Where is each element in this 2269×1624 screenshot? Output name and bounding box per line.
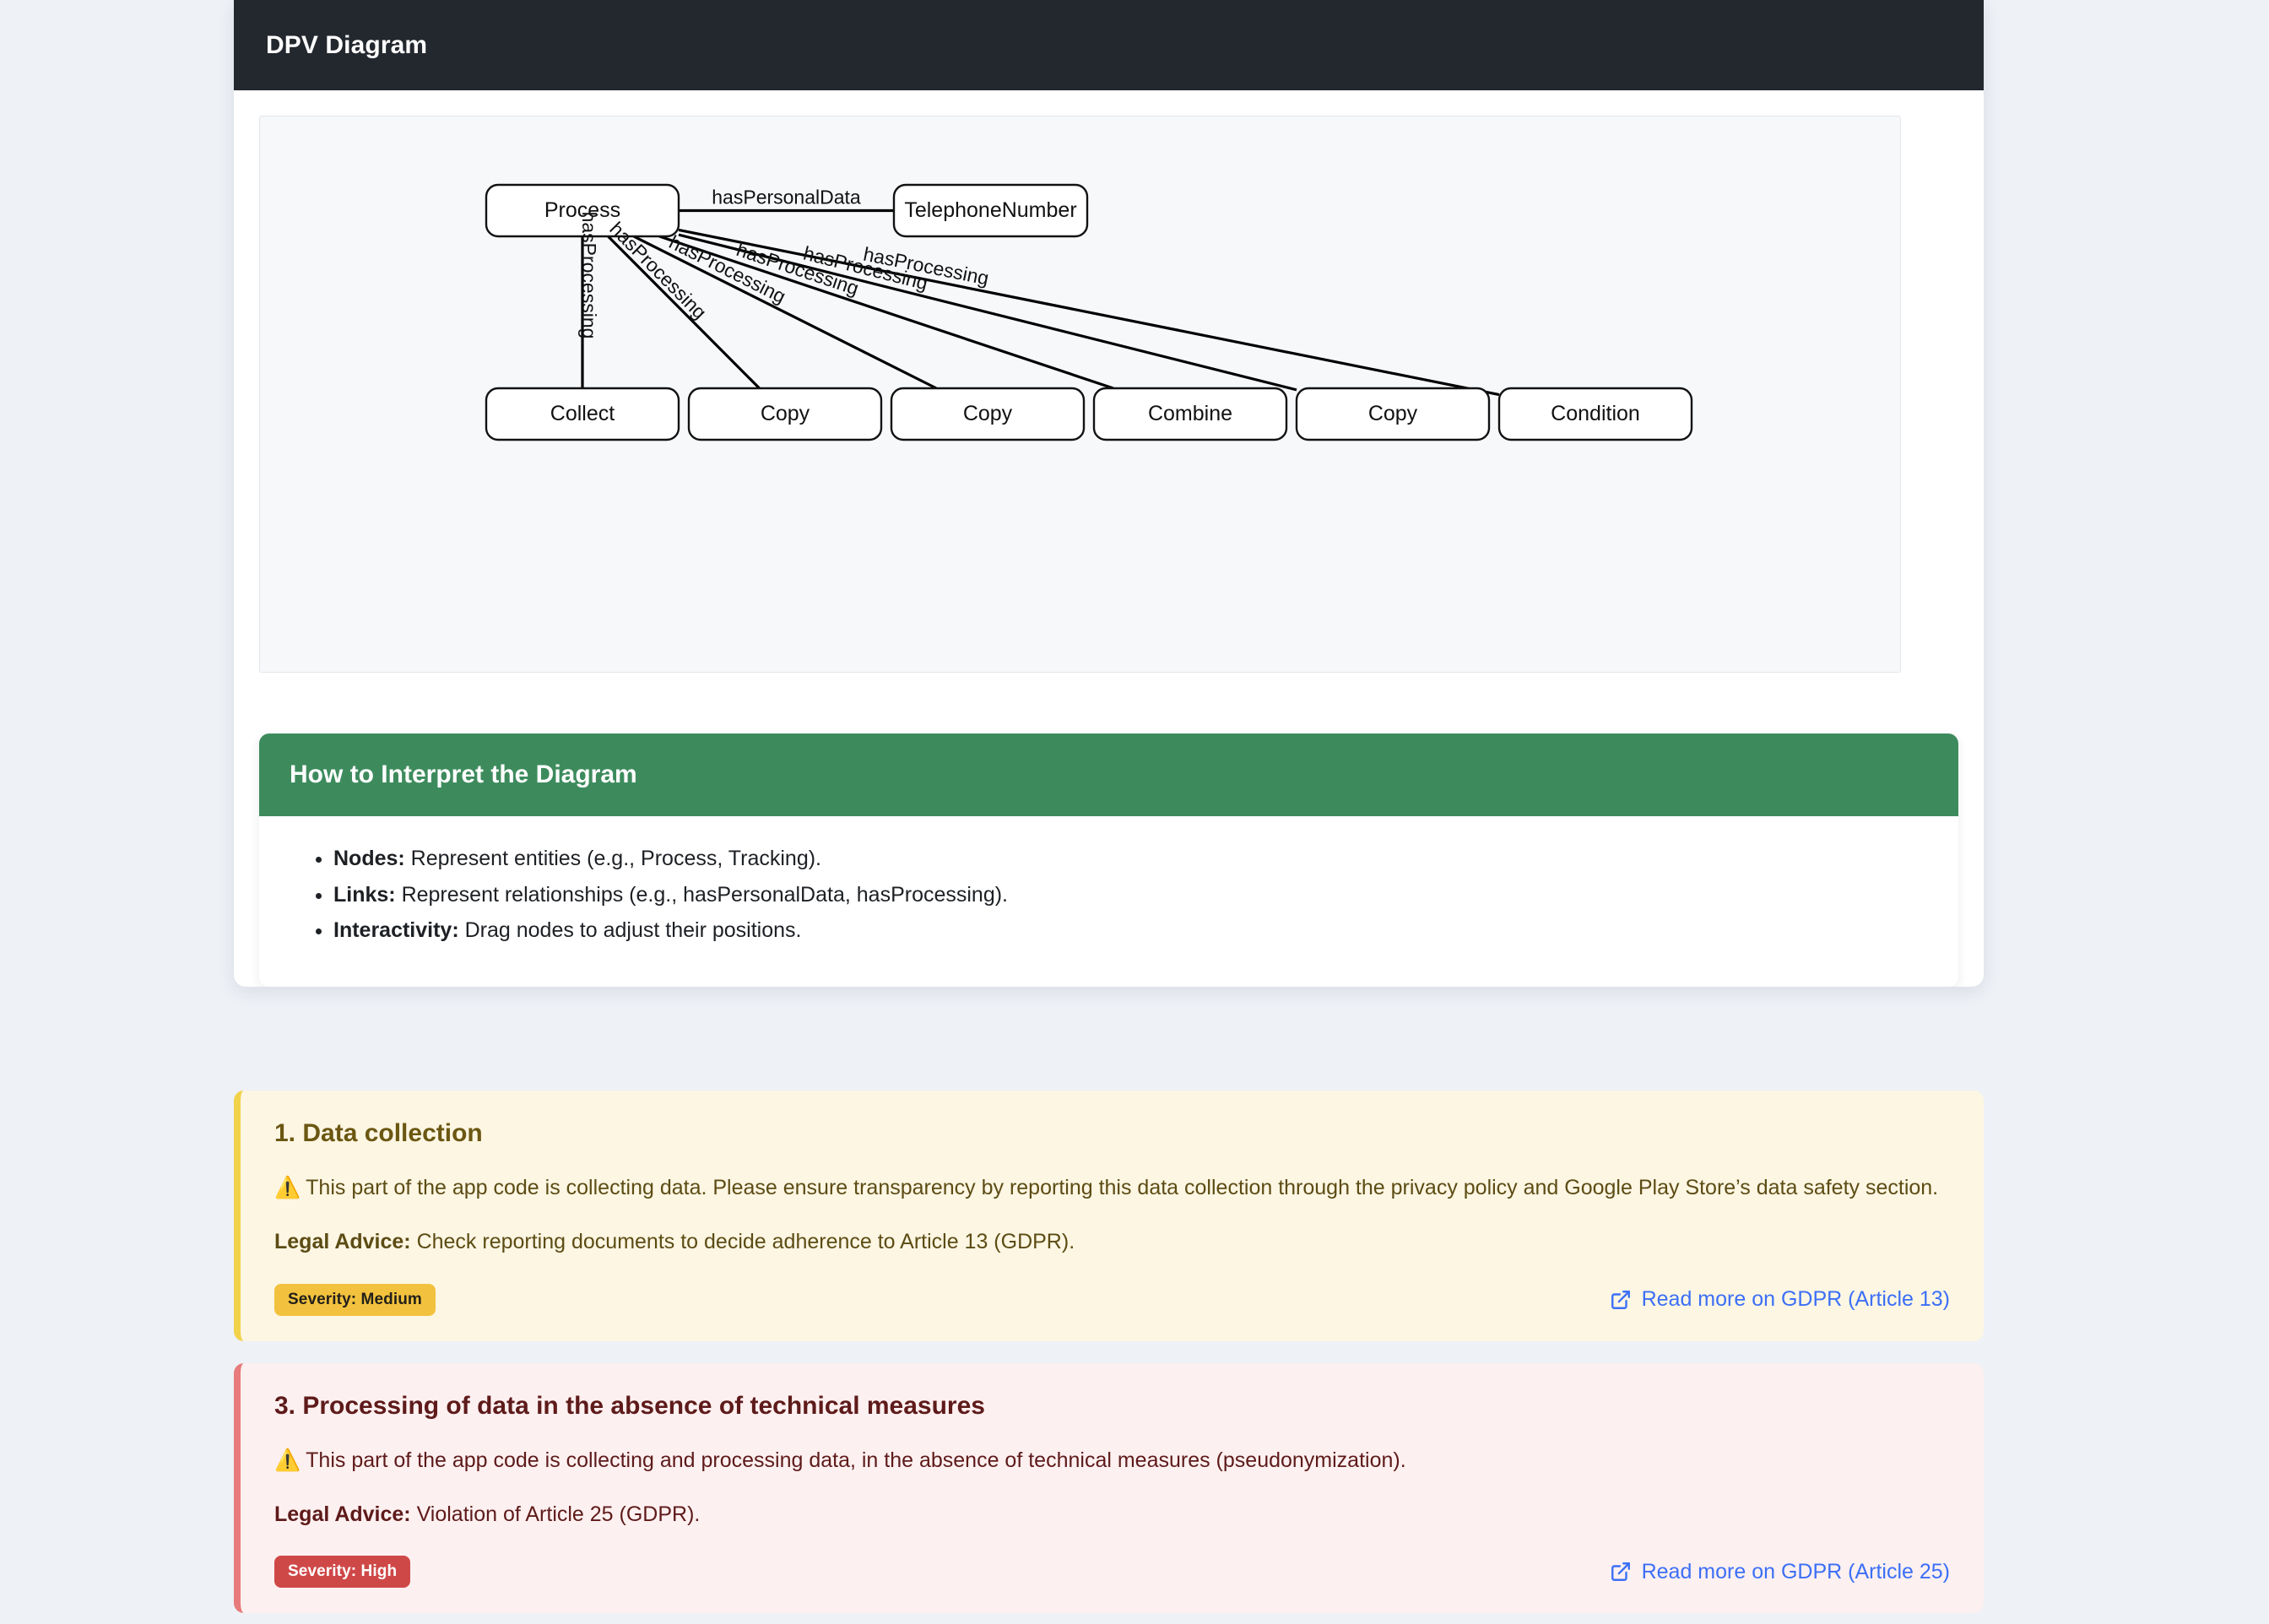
alert-card-list: 1. Data collection ⚠️This part of the ap…	[234, 1091, 1984, 1624]
list-item: Nodes: Represent entities (e.g., Process…	[333, 842, 1928, 876]
graph-node-copy2[interactable]: Copy	[890, 387, 1086, 441]
interpret-panel-body: Nodes: Represent entities (e.g., Process…	[259, 816, 1958, 987]
interpret-panel-title: How to Interpret the Diagram	[290, 761, 637, 788]
legal-advice-text: Violation of Article 25 (GDPR).	[410, 1502, 701, 1526]
graph-edge	[607, 235, 761, 390]
graph-edge	[678, 228, 1500, 397]
page-title: DPV Diagram	[266, 30, 428, 59]
graph-node-condition[interactable]: Condition	[1497, 387, 1693, 441]
alert-title: 1. Data collection	[274, 1119, 483, 1147]
status-badge: Severity: High	[274, 1556, 411, 1588]
list-item: Links: Represent relationships (e.g., ha…	[333, 878, 1928, 912]
legal-advice-label: Legal Advice:	[274, 1230, 411, 1253]
interpret-term: Links:	[333, 882, 396, 907]
alert-legal-advice: Legal Advice: Check reporting documents …	[274, 1226, 1950, 1259]
alert-body-content: This part of the app code is collecting …	[306, 1176, 1939, 1199]
list-item: Interactivity: Drag nodes to adjust thei…	[333, 913, 1928, 948]
how-to-interpret-panel: How to Interpret the Diagram Nodes: Repr…	[259, 734, 1958, 987]
graph-node-copy3[interactable]: Copy	[1295, 387, 1491, 441]
graph-node-label: Copy	[963, 402, 1013, 425]
warning-icon: ⚠️	[274, 1176, 301, 1199]
graph-node-box[interactable]	[1092, 387, 1288, 441]
graph-node-label: TelephoneNumber	[904, 198, 1076, 222]
graph-node-label: Copy	[761, 402, 810, 425]
read-more-label: Read more on GDPR (Article 13)	[1641, 1287, 1950, 1311]
graph-node-label: Process	[544, 198, 620, 222]
graph-node-box[interactable]	[485, 387, 680, 441]
interpret-term: Interactivity:	[333, 918, 459, 942]
graph-node-label: Combine	[1148, 402, 1232, 425]
alert-body-content: This part of the app code is collecting …	[306, 1448, 1406, 1472]
alert-title: 3. Processing of data in the absence of …	[274, 1391, 985, 1420]
graph-node-box[interactable]	[892, 183, 1089, 238]
interpret-panel-header: How to Interpret the Diagram	[259, 734, 1958, 816]
external-link-icon	[1610, 1561, 1632, 1583]
graph-node-box[interactable]	[687, 387, 883, 441]
interpret-text: Represent entities (e.g., Process, Track…	[404, 847, 821, 870]
graph-edge	[678, 233, 1297, 392]
interpret-text: Drag nodes to adjust their positions.	[458, 918, 802, 942]
read-more-label: Read more on GDPR (Article 25)	[1641, 1559, 1950, 1583]
alert-footer: Severity: Medium Read more on GDPR (Arti…	[274, 1283, 1950, 1316]
graph-node-box[interactable]	[890, 387, 1086, 441]
diagram-card-header: DPV Diagram	[234, 0, 1984, 90]
graph-node-process[interactable]: Process	[485, 183, 680, 238]
read-more-link-article-13[interactable]: Read more on GDPR (Article 13)	[1610, 1287, 1950, 1312]
alert-body-text: ⚠️This part of the app code is collectin…	[274, 1444, 1950, 1477]
alert-footer: Severity: High Read more on GDPR (Articl…	[274, 1556, 1950, 1588]
graph-node-telephone[interactable]: TelephoneNumber	[892, 183, 1089, 238]
interpret-term: Nodes:	[333, 847, 405, 870]
graph-node-box[interactable]	[1497, 387, 1693, 441]
graph-edge	[658, 235, 1114, 390]
alert-body-text: ⚠️This part of the app code is collectin…	[274, 1172, 1950, 1204]
read-more-link-article-25[interactable]: Read more on GDPR (Article 25)	[1610, 1560, 1950, 1584]
graph-node-copy1[interactable]: Copy	[687, 387, 883, 441]
graph-node-combine[interactable]: Combine	[1092, 387, 1288, 441]
graph-node-label: Copy	[1368, 402, 1418, 425]
legal-advice-text: Check reporting documents to decide adhe…	[410, 1230, 1075, 1253]
graph-edge-label: hasPersonalData	[712, 187, 861, 208]
graph-edge-label: hasProcessing	[578, 212, 600, 339]
legal-advice-label: Legal Advice:	[274, 1502, 411, 1526]
graph-node-label: Condition	[1551, 402, 1640, 425]
graph-node-collect[interactable]: Collect	[485, 387, 680, 441]
interpret-list: Nodes: Represent entities (e.g., Process…	[290, 842, 1928, 948]
graph-node-box[interactable]	[485, 183, 680, 238]
interpret-text: Represent relationships (e.g., hasPerson…	[395, 882, 1009, 907]
graph-edge	[633, 235, 937, 390]
alert-card-data-collection: 1. Data collection ⚠️This part of the ap…	[234, 1091, 1984, 1341]
alert-legal-advice: Legal Advice: Violation of Article 25 (G…	[274, 1499, 1950, 1531]
graph-node-label: Collect	[550, 402, 615, 425]
warning-icon: ⚠️	[274, 1448, 301, 1472]
status-badge: Severity: Medium	[274, 1283, 436, 1316]
alert-card-technical-measures: 3. Processing of data in the absence of …	[234, 1362, 1984, 1613]
graph-node-box[interactable]	[1295, 387, 1491, 441]
external-link-icon	[1610, 1289, 1632, 1311]
